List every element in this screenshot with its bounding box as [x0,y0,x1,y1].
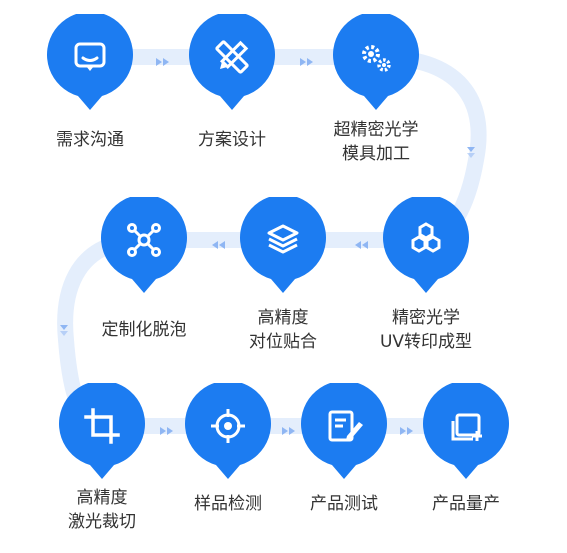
process-step [185,383,271,479]
flow-arrow-right-icon [156,58,169,66]
flow-arrow-right-icon [300,58,313,66]
process-step [423,383,509,479]
process-step [301,383,387,479]
flow-arrow-left-icon [355,241,368,249]
step-label-line: 高精度 [257,308,309,328]
crosshair-icon [211,409,245,443]
step-label-line: 精密光学 [392,308,460,328]
step-label-line: 对位贴合 [249,332,317,352]
step-label-line: 模具加工 [342,144,410,164]
step-label: 产品测试 [274,492,414,516]
step-label: 样品检测 [158,492,298,516]
step-label-line: 产品量产 [432,494,500,514]
ruler-pencil-icon [215,40,249,74]
step-label: 超精密光学模具加工 [306,118,446,166]
flow-arrow-down-icon [467,147,475,158]
step-pin [423,383,509,479]
flow-arrow-right-icon [160,427,173,435]
step-pin [301,383,387,479]
step-label-line: 方案设计 [198,130,266,150]
edit-document-icon [328,410,363,442]
flow-arrow-left-icon [212,241,225,249]
step-label: 精密光学 UV转印成型 [356,306,496,354]
step-pin [185,383,271,479]
flow-arrow-down-icon [60,325,68,336]
process-step [383,197,469,293]
step-label-line: 产品测试 [310,494,378,514]
step-label: 高精度激光裁切 [32,486,172,534]
step-label: 产品量产 [396,492,536,516]
process-step [101,197,187,293]
process-step [59,383,145,479]
step-label-line: UV转印成型 [379,332,473,352]
step-label: 高精度对位贴合 [213,306,353,354]
step-label: 需求沟通 [20,128,160,152]
flow-arrow-right-icon [400,427,413,435]
process-step [240,197,326,293]
step-pin [333,14,419,110]
flow-arrow-right-icon [282,427,295,435]
step-label-line: 需求沟通 [56,130,124,150]
process-step [47,14,133,110]
crop-icon [84,408,120,444]
layers-icon [267,224,299,254]
step-label-line: 超精密光学 [333,120,419,140]
chat-bubble-icon [74,42,106,71]
hexagons-icon [411,222,441,253]
step-label-line: 高精度 [76,488,128,508]
process-step [333,14,419,110]
add-window-icon [451,413,482,441]
step-label-line: 定制化脱泡 [101,320,187,340]
step-label-line: 激光裁切 [68,512,136,532]
step-label: 定制化脱泡 [74,318,214,342]
network-nodes-icon [127,223,161,257]
process-step [189,14,275,110]
step-pin [59,383,145,479]
step-label: 方案设计 [162,128,302,152]
step-label-line: 样品检测 [194,494,262,514]
gears-icon [362,45,391,72]
